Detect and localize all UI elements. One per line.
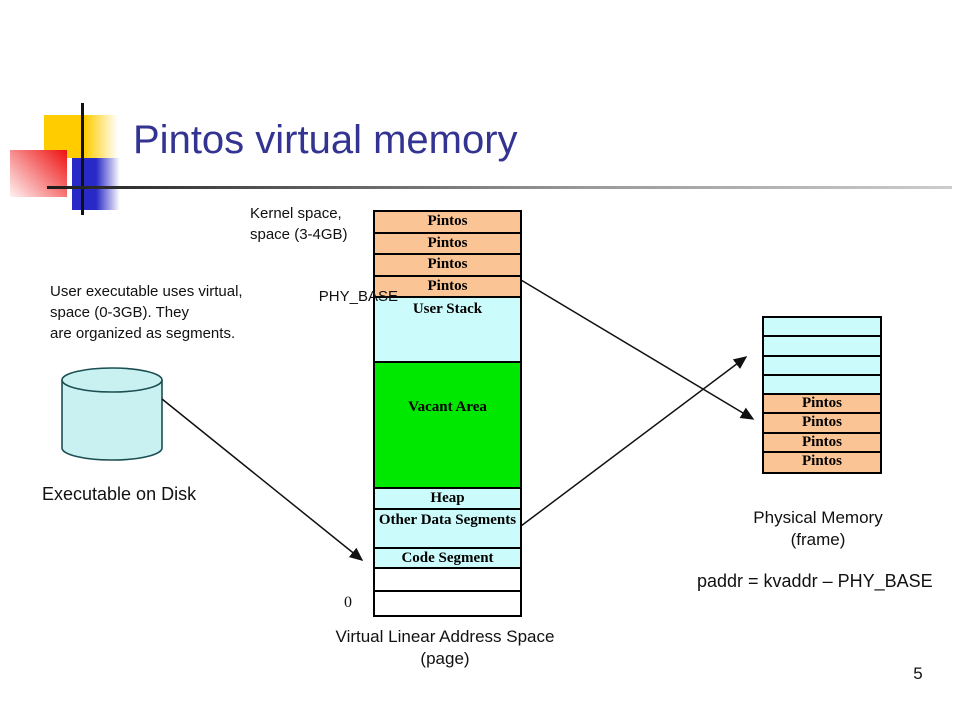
frame-row: Pintos <box>764 433 880 453</box>
memory-segment-label: Pintos <box>427 277 468 294</box>
frame-row: Pintos <box>764 452 880 472</box>
memory-segment-row: User Stack <box>375 298 520 363</box>
title-divider <box>47 186 952 189</box>
memory-segment-row: Pintos <box>375 233 520 255</box>
memory-segment-row: Heap <box>375 489 520 510</box>
memory-segment-label: Pintos <box>427 256 468 272</box>
memory-segment-label: User Stack <box>412 301 483 317</box>
physical-memory-caption: Physical Memory (frame) <box>753 508 883 549</box>
zero-address-label: 0 <box>344 594 352 611</box>
arrow-disk-to-code-segment <box>161 398 364 561</box>
memory-segment-row <box>375 592 520 615</box>
memory-segment-label: Pintos <box>427 213 468 229</box>
frame-row: Pintos <box>764 414 880 434</box>
page-title: Pintos virtual memory <box>133 118 518 162</box>
frame-row <box>764 356 880 376</box>
virtual-address-space-caption: Virtual Linear Address Space (page) <box>335 627 555 668</box>
frame-row: Pintos <box>764 395 880 415</box>
memory-segment-label: Code Segment <box>401 550 494 566</box>
slide-page-number: 5 <box>913 664 923 683</box>
memory-segment-row: Vacant Area <box>375 363 520 489</box>
arrow-kernel-to-physical <box>520 279 755 420</box>
memory-segment-row <box>375 569 520 592</box>
frame-row-label: Pintos <box>801 452 842 469</box>
executable-on-disk-label: Executable on Disk <box>42 484 197 504</box>
user-executable-note: User executable uses virtual, space (0-3… <box>50 283 243 342</box>
accent-square-red <box>10 150 67 197</box>
arrow-data-to-physical <box>520 356 748 527</box>
memory-segment-row: Pintos <box>375 255 520 277</box>
kernel-space-note: Kernel space, space (3-4GB) <box>250 205 348 243</box>
phy-base-label: PHY_BASE <box>318 288 398 305</box>
accent-vertical-line <box>81 103 84 215</box>
memory-segment-label: Heap <box>430 490 465 506</box>
memory-segment-row: Other Data Segments <box>375 510 520 549</box>
memory-segment-label: Pintos <box>427 234 468 251</box>
accent-square-blue <box>72 158 120 210</box>
memory-segment-row: Code Segment <box>375 549 520 569</box>
memory-segment-row: Pintos <box>375 212 520 234</box>
frame-row-label: Pintos <box>801 414 842 431</box>
frame-row-label: Pintos <box>801 433 842 450</box>
frame-row <box>764 375 880 395</box>
paddr-formula: paddr = kvaddr – PHY_BASE <box>697 571 933 591</box>
memory-segment-label: Other Data Segments <box>378 512 517 528</box>
frame-row <box>764 337 880 357</box>
memory-segment-row: Pintos <box>375 276 520 298</box>
memory-segment-label: Vacant Area <box>408 399 487 415</box>
disk-cylinder-icon <box>61 367 163 461</box>
frame-row-label: Pintos <box>801 395 842 411</box>
frame-row <box>764 318 880 338</box>
